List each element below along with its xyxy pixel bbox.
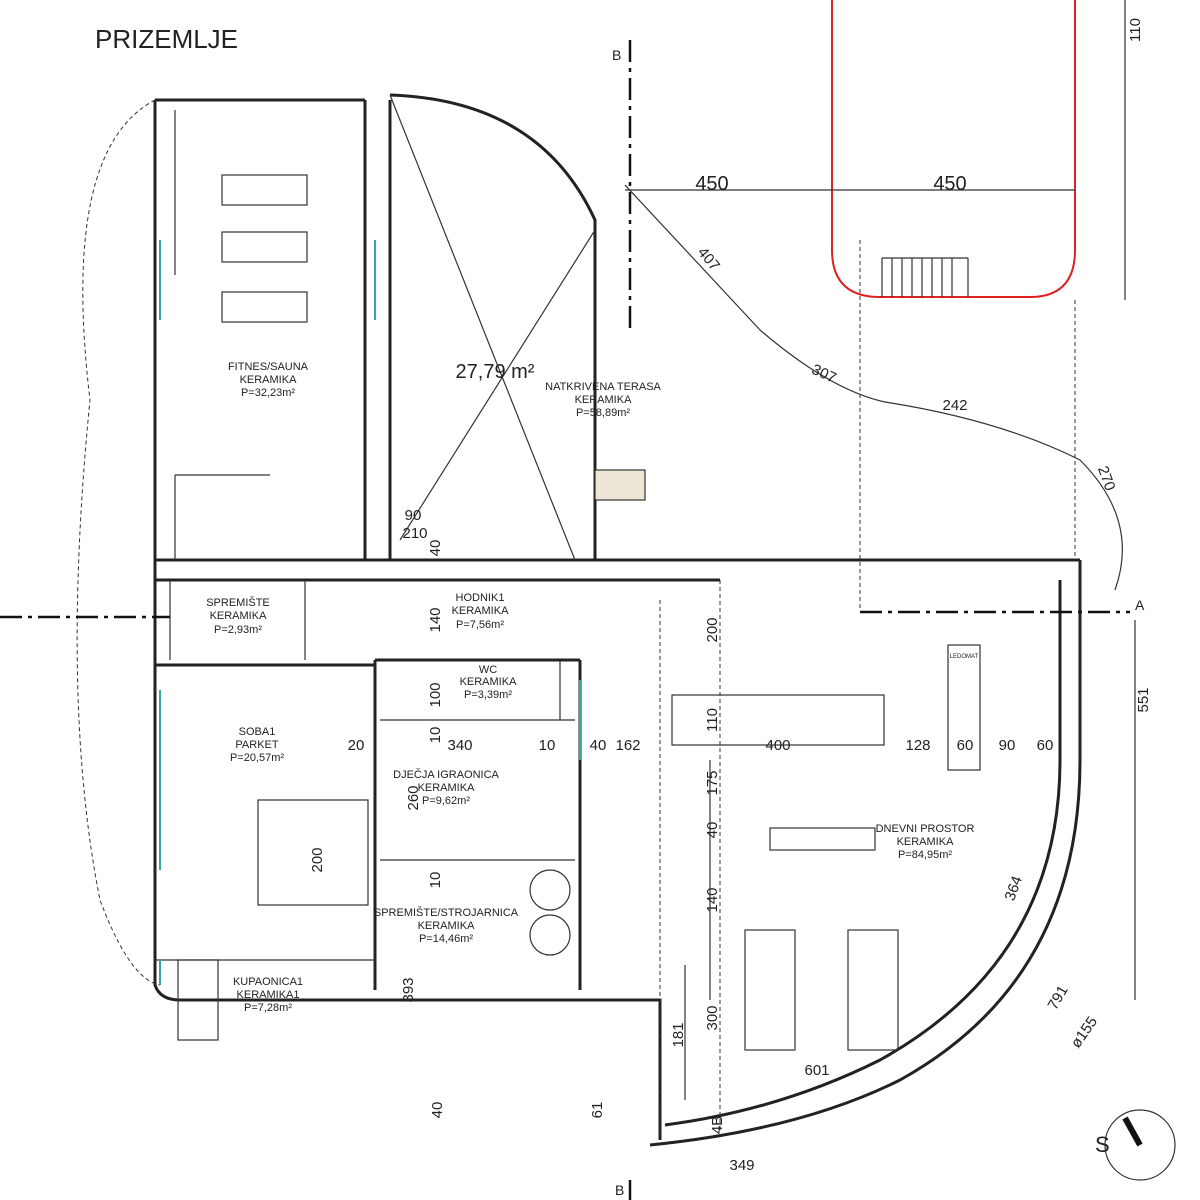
svg-text:40: 40: [429, 1102, 446, 1119]
svg-text:10: 10: [427, 727, 444, 744]
svg-text:KERAMIKA: KERAMIKA: [575, 394, 633, 406]
svg-text:SPREMIŠTE/STROJARNICA: SPREMIŠTE/STROJARNICA: [374, 906, 519, 919]
svg-text:4B: 4B: [709, 1116, 726, 1134]
svg-text:140: 140: [704, 887, 721, 912]
svg-text:40: 40: [427, 540, 444, 557]
svg-text:40: 40: [590, 737, 607, 754]
furniture: [177, 174, 981, 1051]
svg-text:DJEČJA IGRAONICA: DJEČJA IGRAONICA: [393, 768, 499, 781]
svg-text:100: 100: [427, 682, 444, 707]
svg-text:349: 349: [729, 1157, 754, 1174]
svg-text:340: 340: [447, 737, 472, 754]
svg-text:P=20,57m²: P=20,57m²: [230, 752, 284, 764]
svg-text:791: 791: [1044, 983, 1071, 1013]
svg-text:90: 90: [999, 737, 1016, 754]
svg-text:PARKET: PARKET: [235, 739, 278, 751]
svg-text:210: 210: [402, 525, 427, 542]
walls: [153, 93, 1082, 1147]
svg-text:90: 90: [405, 507, 422, 524]
section-label-a: A: [1135, 597, 1145, 613]
svg-text:SPREMIŠTE: SPREMIŠTE: [206, 596, 270, 609]
svg-text:110: 110: [1127, 18, 1144, 42]
section-label-b-top: B: [612, 47, 621, 63]
svg-text:300: 300: [704, 1005, 721, 1030]
compass-icon: [1104, 1109, 1176, 1181]
svg-text:KUPAONICA1: KUPAONICA1: [233, 976, 303, 988]
garden-boundary: [76, 99, 161, 986]
svg-text:P=3,39m²: P=3,39m²: [464, 689, 512, 701]
svg-text:10: 10: [427, 872, 444, 889]
compass-needle: [1122, 1116, 1143, 1147]
svg-text:200: 200: [309, 847, 326, 872]
svg-text:P=58,89m²: P=58,89m²: [576, 407, 630, 419]
svg-text:FITNES/SAUNA: FITNES/SAUNA: [228, 361, 309, 373]
svg-text:20: 20: [348, 737, 365, 754]
svg-text:450: 450: [933, 173, 966, 195]
svg-text:10: 10: [539, 737, 556, 754]
svg-text:P=9,62m²: P=9,62m²: [422, 795, 470, 807]
svg-text:60: 60: [957, 737, 974, 754]
svg-text:DNEVNI PROSTOR: DNEVNI PROSTOR: [876, 823, 975, 835]
ledomat-label: LEDOMAT: [950, 654, 979, 660]
svg-text:450: 450: [695, 173, 728, 195]
svg-text:60: 60: [1037, 737, 1054, 754]
svg-text:140: 140: [427, 607, 444, 632]
section-label-b-bottom: B: [615, 1182, 624, 1198]
svg-text:551: 551: [1135, 687, 1152, 712]
svg-text:P=84,95m²: P=84,95m²: [898, 849, 952, 861]
svg-text:KERAMIKA: KERAMIKA: [897, 836, 955, 848]
svg-text:242: 242: [942, 397, 967, 414]
svg-text:SOBA1: SOBA1: [239, 726, 276, 738]
svg-text:HODNIK1: HODNIK1: [456, 592, 505, 604]
dimension-lines: [625, 0, 1136, 1100]
svg-text:P=7,56m²: P=7,56m²: [456, 619, 504, 631]
svg-text:WC: WC: [479, 664, 497, 676]
svg-text:P=32,23m²: P=32,23m²: [241, 387, 295, 399]
svg-text:40: 40: [704, 822, 721, 839]
svg-text:407: 407: [694, 244, 723, 274]
svg-text:KERAMIKA: KERAMIKA: [240, 374, 298, 386]
svg-text:175: 175: [704, 770, 721, 795]
svg-text:KERAMIKA: KERAMIKA: [418, 782, 476, 794]
svg-text:ø155: ø155: [1068, 1014, 1102, 1052]
svg-text:KERAMIKA1: KERAMIKA1: [237, 989, 300, 1001]
plan-title: PRIZEMLJE: [95, 24, 238, 54]
svg-text:260: 260: [405, 785, 422, 810]
terrace-boundary: [624, 184, 1123, 591]
svg-text:110: 110: [704, 708, 721, 732]
parking-outline: [831, 0, 1076, 298]
terrace-area: 27,79 m²: [456, 361, 535, 383]
svg-text:KERAMIKA: KERAMIKA: [460, 676, 518, 688]
svg-text:P=2,93m²: P=2,93m²: [214, 624, 262, 636]
parking-steps: [881, 257, 969, 297]
svg-text:181: 181: [670, 1022, 687, 1047]
svg-text:KERAMIKA: KERAMIKA: [452, 605, 510, 617]
svg-text:393: 393: [400, 977, 417, 1002]
compass-label: S: [1095, 1132, 1110, 1157]
svg-text:P=7,28m²: P=7,28m²: [244, 1002, 292, 1014]
svg-text:270: 270: [1094, 464, 1119, 493]
svg-text:KERAMIKA: KERAMIKA: [418, 920, 476, 932]
svg-text:P=14,46m²: P=14,46m²: [419, 933, 473, 945]
svg-text:61: 61: [589, 1102, 606, 1119]
windows: [159, 240, 581, 985]
svg-text:601: 601: [804, 1062, 829, 1079]
svg-text:128: 128: [905, 737, 930, 754]
svg-text:NATKRIVENA TERASA: NATKRIVENA TERASA: [545, 381, 661, 393]
svg-text:364: 364: [1002, 874, 1027, 903]
svg-text:162: 162: [615, 737, 640, 754]
svg-text:KERAMIKA: KERAMIKA: [210, 610, 268, 622]
svg-text:400: 400: [765, 737, 790, 754]
svg-text:200: 200: [704, 617, 721, 642]
